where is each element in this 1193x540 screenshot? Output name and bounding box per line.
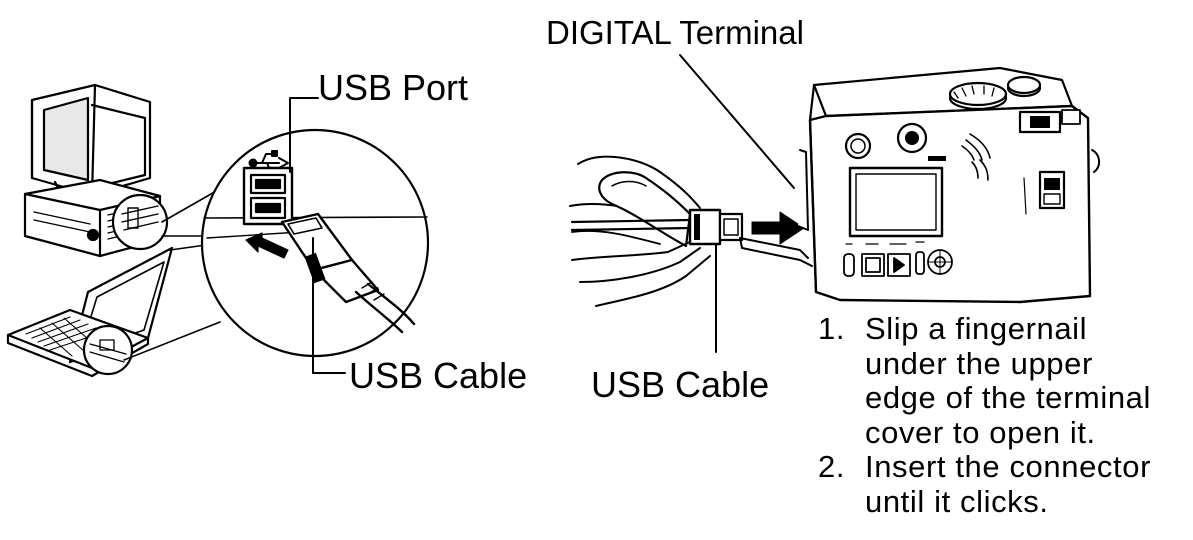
instruction-step-2: 2. Insert the connector until it clicks.: [818, 450, 1151, 519]
digital-terminal-label: DIGITAL Terminal: [546, 16, 804, 49]
step-line: cover to open it.: [865, 416, 1151, 451]
connect-arrow-icon: [752, 212, 804, 244]
magnified-usb-port-view: [124, 98, 428, 373]
hand-holding-cable-icon: [570, 157, 742, 352]
usb-port-label: USB Port: [318, 70, 468, 106]
step-number: 1.: [818, 312, 845, 347]
step-line: Slip a fingernail: [865, 312, 1151, 347]
usb-cable-label-right: USB Cable: [591, 367, 769, 403]
instruction-steps: 1. Slip a fingernail under the upper edg…: [818, 312, 1151, 519]
usb-cable-label-left: USB Cable: [349, 358, 527, 394]
digital-camera-icon: [740, 68, 1099, 302]
step-line: under the upper: [865, 347, 1151, 382]
instruction-step-1: 1. Slip a fingernail under the upper edg…: [818, 312, 1151, 450]
step-number: 2.: [818, 450, 845, 485]
desktop-computer-icon: [25, 85, 167, 256]
step-line: Insert the connector: [865, 450, 1151, 485]
laptop-icon: [8, 248, 172, 376]
step-line: until it clicks.: [865, 485, 1151, 520]
usb-port-socket: [244, 168, 292, 224]
step-line: edge of the terminal: [865, 381, 1151, 416]
